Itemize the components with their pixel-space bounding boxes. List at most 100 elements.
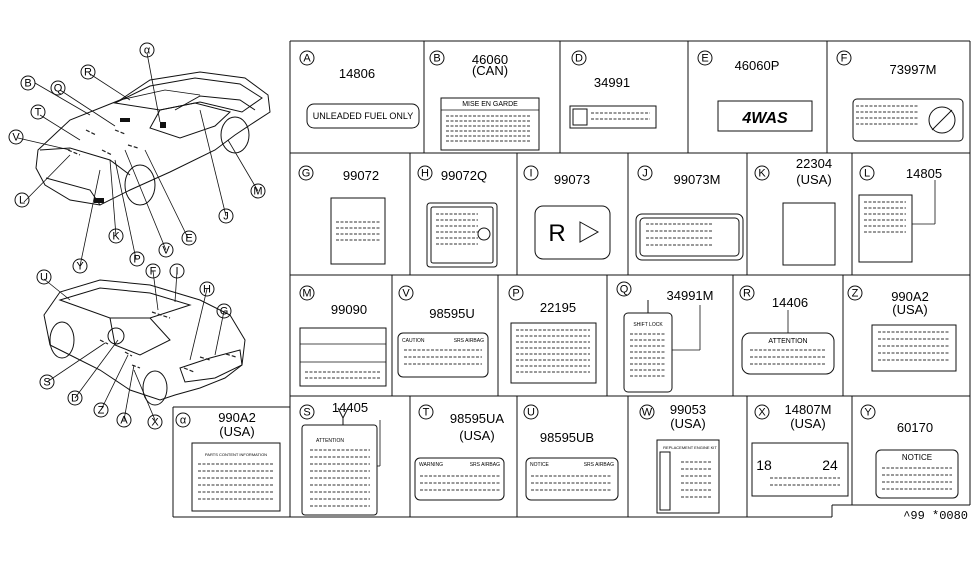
cell-letter: D (575, 53, 583, 65)
part-number: 14807M (785, 402, 832, 417)
cell-letter: Q (620, 284, 629, 296)
callout-T: T (30, 104, 46, 120)
label-text: 18 (756, 457, 772, 473)
label-text: MISE EN GARDE (462, 101, 518, 108)
cell-F: F 73997M (836, 50, 937, 77)
callout-J: J (218, 208, 234, 224)
letter-circle (637, 165, 653, 181)
callout-letter: K (112, 231, 120, 243)
letter-circle (639, 404, 655, 420)
cell-letter: X (758, 407, 766, 419)
cell-letter: T (423, 407, 430, 419)
callout-letter: T (35, 107, 42, 119)
label-text-secondary: SRS AIRBAG (470, 462, 500, 468)
label-illustrations (191, 97, 964, 516)
cell-I: I 99073 (523, 165, 590, 187)
cell-letter: J (642, 168, 648, 180)
label-text: R (548, 220, 565, 247)
callout-D: D (67, 390, 83, 406)
callout-circle (93, 402, 109, 418)
cell-letter: Z (852, 288, 859, 300)
label-text-secondary: 24 (822, 457, 838, 473)
letter-circle (739, 285, 755, 301)
callout-letter: Q (54, 83, 63, 95)
callout-L: L (14, 192, 30, 208)
callout-letter: Z (98, 405, 105, 417)
callout-circle (145, 263, 161, 279)
cell-letter: S (303, 407, 310, 419)
label-text-secondary: SRS AIRBAG (454, 338, 484, 344)
callout-circle (129, 251, 145, 267)
callout-Q: Q (50, 80, 66, 96)
cell-letter: I (529, 168, 532, 180)
callout-V: V (158, 242, 174, 258)
callout-letter: α (144, 45, 151, 57)
letter-circle (299, 50, 315, 66)
callout-circle (30, 104, 46, 120)
callouts (17, 52, 259, 421)
letter-circle (754, 404, 770, 420)
label-text: ATTENTION (768, 338, 807, 345)
letter-circle (398, 285, 414, 301)
cell-letter: B (433, 53, 440, 65)
callout-G: G (216, 303, 232, 319)
callout-letter: E (185, 233, 192, 245)
label-text: SHIFT LOCK (633, 322, 663, 328)
letter-circle (836, 50, 852, 66)
letter-circle (523, 404, 539, 420)
cell-letter: P (512, 288, 519, 300)
part-number: 14805 (906, 166, 942, 181)
cell-G: G 99072 (298, 165, 379, 183)
callout-circle (139, 42, 155, 58)
part-number: 99090 (331, 302, 367, 317)
callout-circle (181, 230, 197, 246)
cell-letter: G (302, 168, 311, 180)
label-text: UNLEADED FUEL ONLY (313, 111, 414, 121)
cell-letter: H (421, 168, 429, 180)
part-number: 14406 (772, 295, 808, 310)
letter-circle (616, 281, 632, 297)
letter-circle (860, 404, 876, 420)
part-number: 14405 (332, 400, 368, 415)
callout-circle (218, 208, 234, 224)
cell-letter: U (527, 407, 535, 419)
letter-circle (417, 165, 433, 181)
cell-letter: K (758, 168, 766, 180)
letter-circle (508, 285, 524, 301)
callout-R: R (80, 64, 96, 80)
part-number: 99073 (554, 172, 590, 187)
callout-circle (67, 390, 83, 406)
letter-circle (697, 50, 713, 66)
callout-letter: R (84, 67, 92, 79)
callout-letter: S (43, 377, 50, 389)
letter-circle (298, 165, 314, 181)
footer-code: ^99 *0080 (903, 509, 968, 523)
label-text: PARTS CONTENT INFORMATION (205, 452, 267, 457)
part-number: 46060P (735, 58, 780, 73)
cell-letter: A (303, 53, 311, 65)
callout-circle (199, 281, 215, 297)
cell-letter: E (701, 53, 708, 65)
part-number: 22195 (540, 300, 576, 315)
callout-B: B (20, 75, 36, 91)
label-text: WARNING (419, 462, 443, 468)
car-top-illustration (35, 71, 271, 206)
label-text-secondary: SRS AIRBAG (584, 462, 614, 468)
callout-α: α (139, 42, 155, 58)
callout-U: U (36, 269, 52, 285)
part-number: 73997M (890, 62, 937, 77)
cell-letter: F (841, 53, 848, 65)
callout-circle (108, 228, 124, 244)
label-text: REPLACEMENT ENGINE KIT (663, 445, 717, 450)
part-number: 99072 (343, 168, 379, 183)
label-text: CAUTION (402, 338, 425, 344)
